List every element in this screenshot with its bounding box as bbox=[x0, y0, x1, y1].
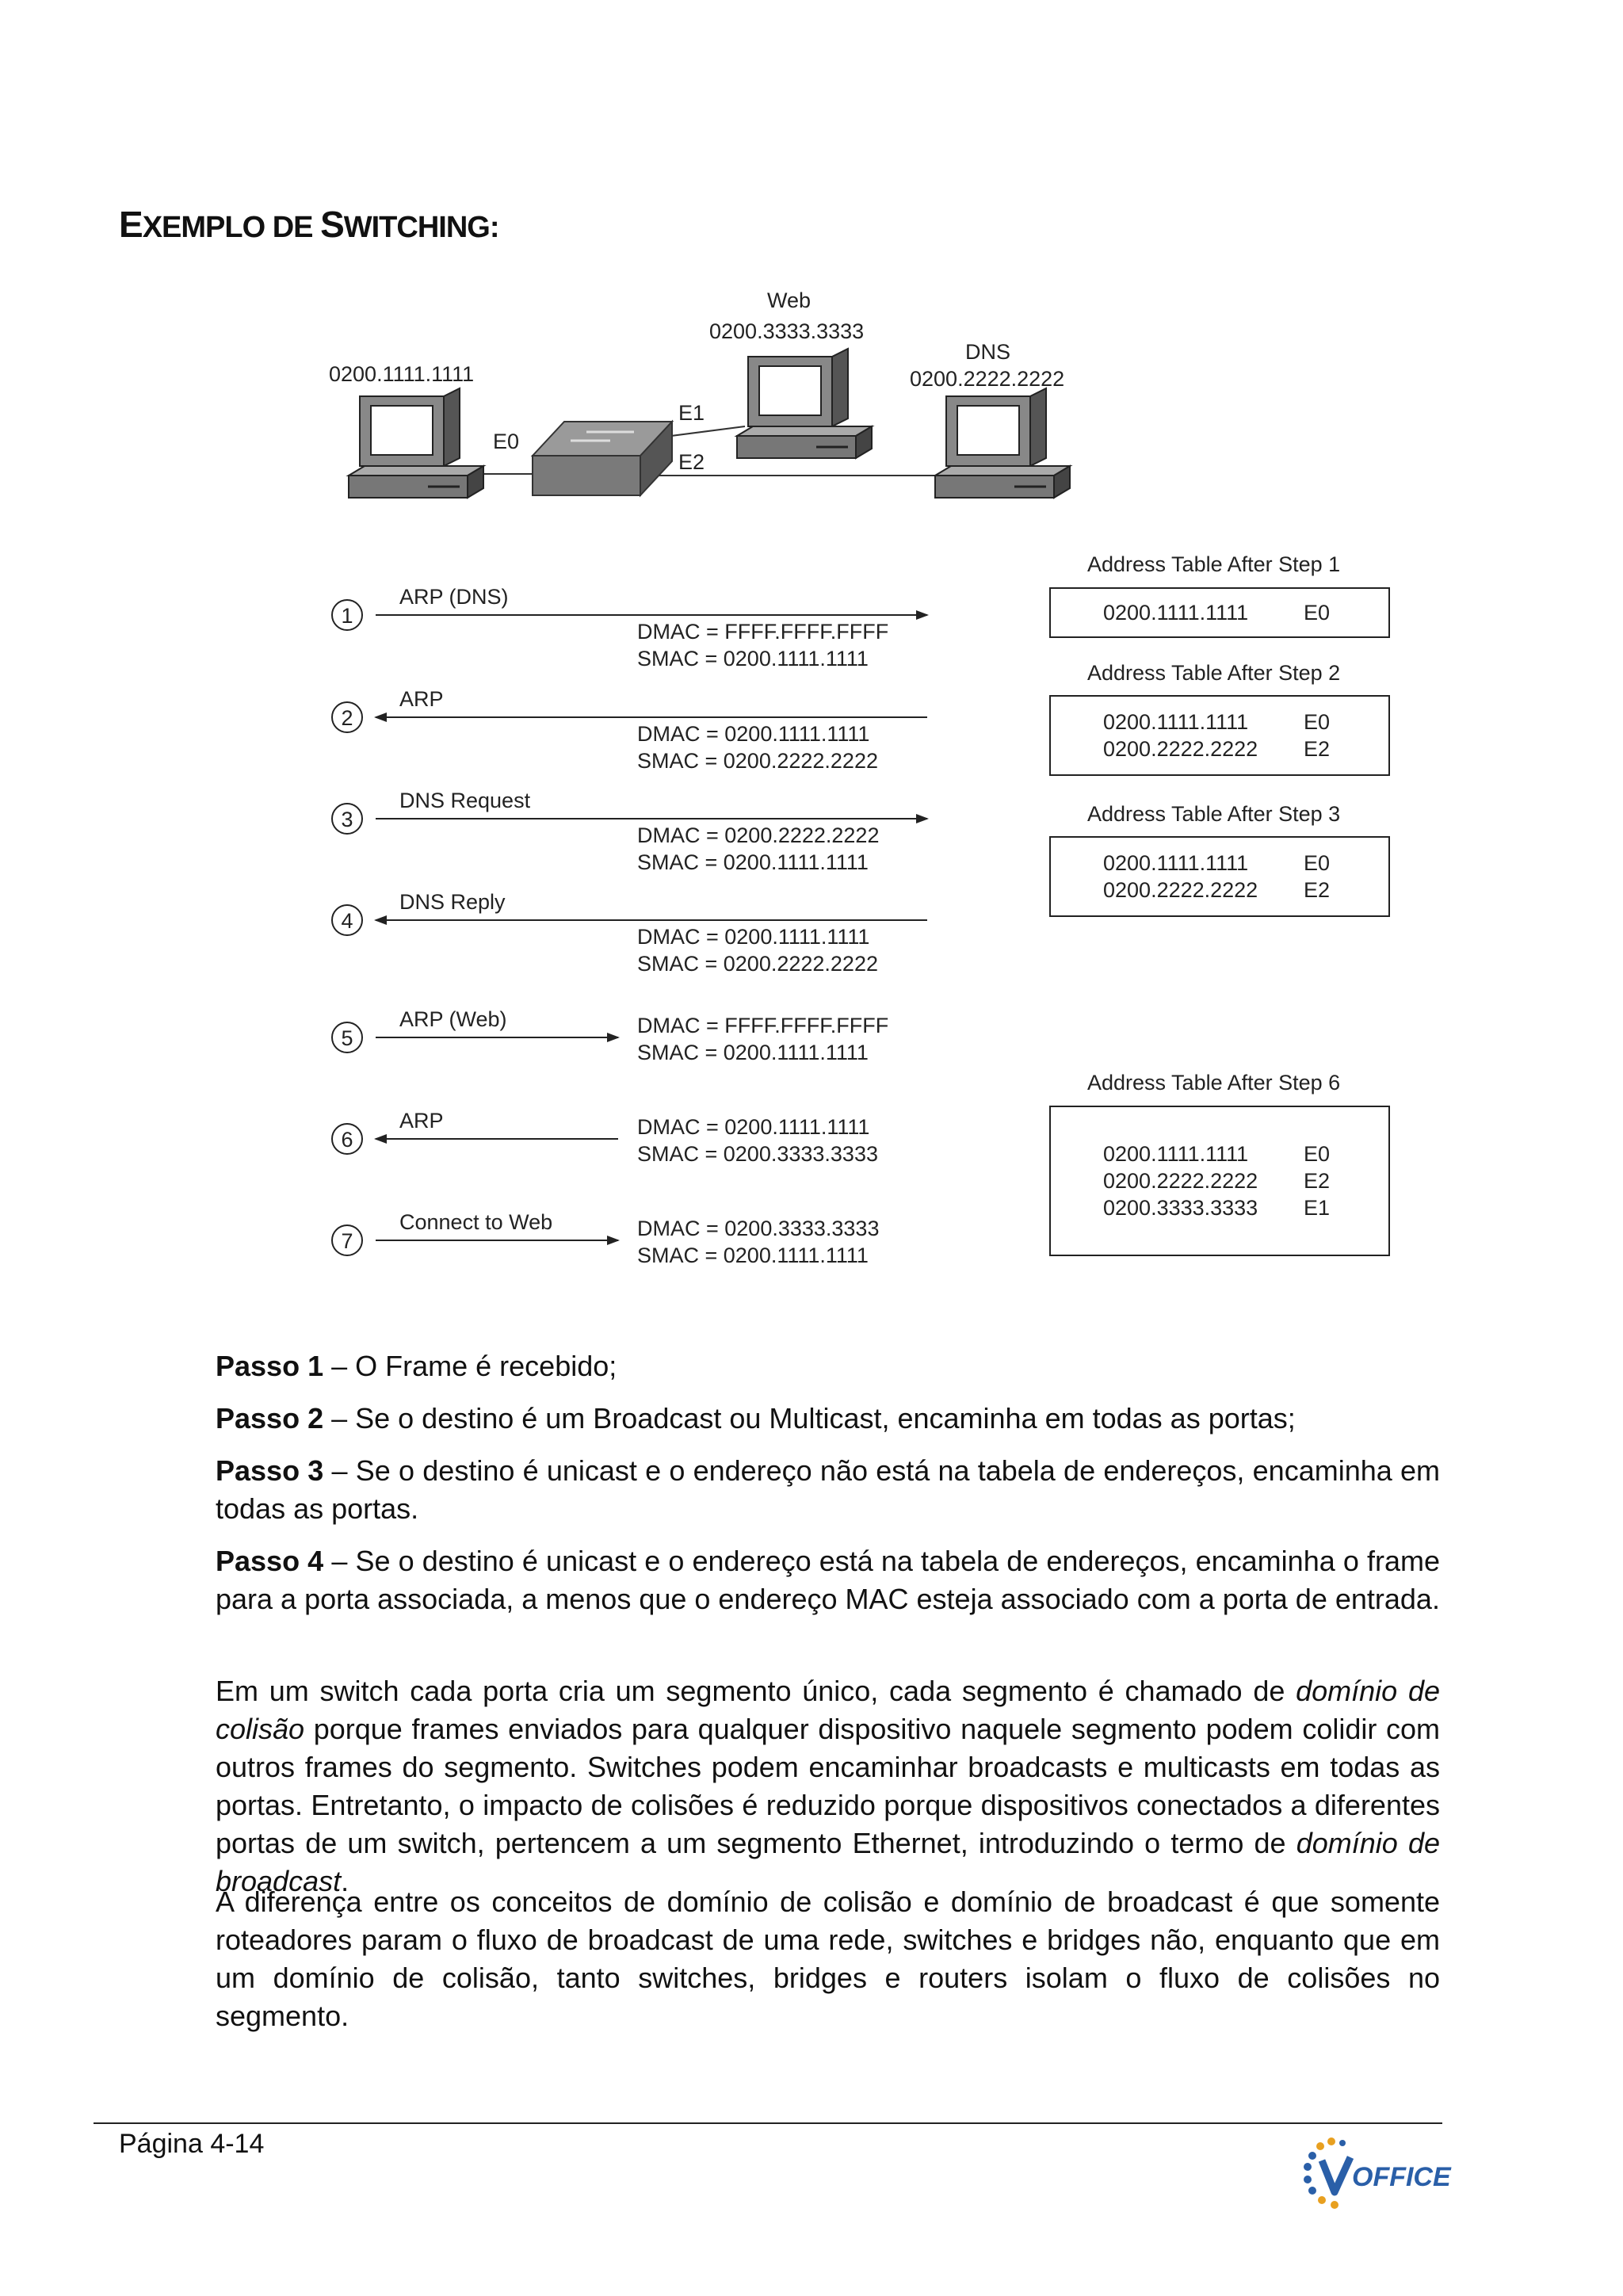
address-tables: Address Table After Step 1 0200.1111.1111… bbox=[1049, 552, 1390, 1256]
footer-divider bbox=[94, 2122, 1442, 2124]
table-mac: 0200.2222.2222 bbox=[1103, 1169, 1258, 1193]
step-number-circle bbox=[331, 1022, 363, 1053]
step-number-circle bbox=[331, 599, 363, 631]
step-dmac: DMAC = 0200.1111.1111 bbox=[637, 1115, 869, 1139]
step-number: 2 bbox=[341, 706, 353, 730]
step-dmac: DMAC = 0200.2222.2222 bbox=[637, 823, 879, 847]
address-table-2: Address Table After Step 2 0200.1111.1111… bbox=[1049, 661, 1390, 776]
table-box bbox=[1049, 695, 1390, 776]
table-port: E1 bbox=[1304, 1196, 1330, 1220]
computer-web bbox=[734, 347, 875, 460]
switching-diagram: 0200.1111.1111 Web 0200.3333.3333 DNS 02… bbox=[329, 288, 1390, 1267]
step-smac: SMAC = 0200.1111.1111 bbox=[637, 1041, 869, 1064]
step-dmac: DMAC = 0200.3333.3333 bbox=[637, 1217, 879, 1240]
port-e1-label: E1 bbox=[678, 401, 705, 425]
step-smac: SMAC = 0200.3333.3333 bbox=[637, 1142, 878, 1166]
step-number-circle bbox=[331, 1123, 363, 1155]
table-port: E2 bbox=[1304, 737, 1330, 761]
logo-text: OFFICE bbox=[1352, 2162, 1452, 2192]
step-1: 1 ARP (DNS) DMAC = FFFF.FFFF.FFFF SMAC = 02… bbox=[331, 585, 929, 670]
switch-device bbox=[530, 419, 674, 498]
step-smac: SMAC = 0200.2222.2222 bbox=[637, 952, 878, 976]
step-5: 5 ARP (Web) DMAC = FFFF.FFFF.FFFF SMAC = 02… bbox=[331, 1007, 888, 1064]
step-dmac: DMAC = 0200.1111.1111 bbox=[637, 722, 869, 746]
step-7: 7 Connect to Web DMAC = 0200.3333.3333SMAC… bbox=[331, 1210, 879, 1267]
table-port: E0 bbox=[1304, 710, 1330, 734]
table-port: E0 bbox=[1304, 601, 1330, 625]
table-box bbox=[1049, 1106, 1390, 1256]
step-dmac: DMAC = FFFF.FFFF.FFFF bbox=[637, 620, 888, 644]
table-port: E2 bbox=[1304, 878, 1330, 902]
office-logo: OFFICE bbox=[1304, 2137, 1452, 2209]
step-number: 6 bbox=[341, 1128, 353, 1152]
address-table-4: Address Table After Step 6 0200.1111.1111… bbox=[1049, 1071, 1390, 1256]
step-dmac: DMAC = FFFF.FFFF.FFFF bbox=[637, 1014, 888, 1037]
table-title: Address Table After Step 2 bbox=[1087, 661, 1340, 685]
step-number: 4 bbox=[341, 909, 353, 933]
page-number: Página 4-14 bbox=[119, 2129, 265, 2159]
table-box bbox=[1049, 587, 1390, 638]
step-label: ARP bbox=[399, 687, 444, 711]
table-mac: 0200.2222.2222 bbox=[1103, 878, 1258, 902]
passos-list: Passo 1 – O Frame é recebido; Passo 2 – … bbox=[216, 1347, 1440, 1618]
step-smac: SMAC = 0200.1111.1111 bbox=[637, 647, 869, 670]
page-heading: EXEMPLO DE SWITCHING: bbox=[119, 204, 499, 245]
table-title: Address Table After Step 1 bbox=[1087, 552, 1340, 576]
computer-dns bbox=[932, 387, 1073, 499]
table-mac: 0200.3333.3333 bbox=[1103, 1196, 1258, 1220]
passo-4: Passo 4 – Se o destino é unicast e o end… bbox=[216, 1545, 1440, 1615]
step-label: Connect to Web bbox=[399, 1210, 552, 1234]
step-number-circle bbox=[331, 803, 363, 835]
step-smac: SMAC = 0200.1111.1111 bbox=[637, 850, 869, 874]
table-port: E0 bbox=[1304, 851, 1330, 875]
step-number: 5 bbox=[341, 1026, 353, 1050]
step-number: 1 bbox=[341, 604, 353, 628]
table-title: Address Table After Step 3 bbox=[1087, 802, 1340, 826]
table-port: E2 bbox=[1304, 1169, 1330, 1193]
dns-name: DNS bbox=[965, 340, 1010, 364]
step-label: ARP (DNS) bbox=[399, 585, 509, 609]
table-port: E0 bbox=[1304, 1142, 1330, 1166]
step-label: DNS Reply bbox=[399, 890, 506, 914]
step-smac: SMAC = 0200.2222.2222 bbox=[637, 749, 878, 773]
table-box bbox=[1049, 836, 1390, 917]
paragraph-collision-domain: Em um switch cada porta cria um segmento… bbox=[216, 1675, 1440, 1897]
pc-left-mac: 0200.1111.1111 bbox=[329, 362, 474, 386]
step-number-circle bbox=[331, 701, 363, 733]
table-mac: 0200.1111.1111 bbox=[1103, 1142, 1248, 1166]
port-e2-label: E2 bbox=[678, 450, 705, 474]
step-number: 7 bbox=[341, 1229, 353, 1253]
table-mac: 0200.2222.2222 bbox=[1103, 737, 1258, 761]
step-number: 3 bbox=[341, 808, 353, 831]
paragraph-broadcast-domain: A diferença entre os conceitos de domíni… bbox=[216, 1885, 1440, 2032]
dns-mac: 0200.2222.2222 bbox=[910, 367, 1064, 391]
step-label: ARP (Web) bbox=[399, 1007, 507, 1031]
computer-left bbox=[346, 387, 487, 499]
step-number-circle bbox=[331, 904, 363, 936]
web-name: Web bbox=[767, 288, 811, 312]
step-label: DNS Request bbox=[399, 789, 531, 812]
table-title: Address Table After Step 6 bbox=[1087, 1071, 1340, 1095]
logo-v-icon bbox=[1318, 2156, 1354, 2196]
passo-1: Passo 1 – O Frame é recebido; bbox=[216, 1350, 617, 1382]
table-mac: 0200.1111.1111 bbox=[1103, 851, 1248, 875]
step-dmac: DMAC = 0200.1111.1111 bbox=[637, 925, 869, 949]
port-e0-label: E0 bbox=[493, 430, 519, 453]
step-label: ARP bbox=[399, 1109, 444, 1133]
step-number-circle bbox=[331, 1224, 363, 1256]
passo-3: Passo 3 – Se o destino é unicast e o end… bbox=[216, 1454, 1440, 1525]
table-mac: 0200.1111.1111 bbox=[1103, 710, 1248, 734]
passo-2: Passo 2 – Se o destino é um Broadcast ou… bbox=[216, 1402, 1296, 1435]
web-mac: 0200.3333.3333 bbox=[709, 319, 864, 343]
steps-list: 1 ARP (DNS) DMAC = FFFF.FFFF.FFFF SMAC = 02… bbox=[331, 585, 929, 1267]
step-smac: SMAC = 0200.1111.1111 bbox=[637, 1244, 869, 1267]
logo-dots-icon bbox=[1304, 2137, 1346, 2209]
address-table-1: Address Table After Step 1 0200.1111.1111… bbox=[1049, 552, 1390, 638]
table-mac: 0200.1111.1111 bbox=[1103, 601, 1248, 625]
address-table-3: Address Table After Step 3 0200.1111.1111… bbox=[1049, 802, 1390, 917]
